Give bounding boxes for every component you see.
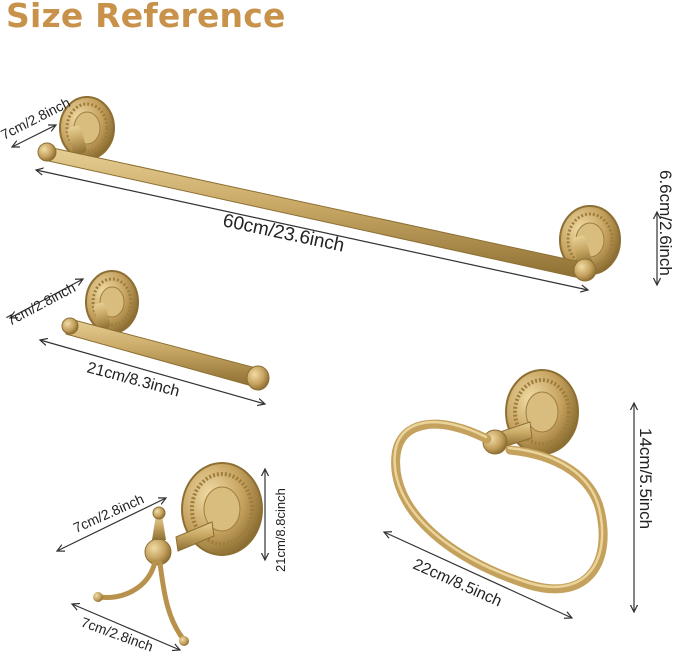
toilet-paper-holder-length-label: 21cm/8.3inch <box>85 359 181 400</box>
toilet-paper-holder-length-dimension-line <box>40 340 265 404</box>
robe-hook-base-dimension-line <box>57 498 166 551</box>
toilet-paper-holder-mount <box>85 270 139 334</box>
towel-bar-length-dimension-line <box>36 170 588 290</box>
robe-hook-bottom-dimension-line <box>72 604 180 650</box>
towel-ring-width-label: 22cm/8.5inch <box>410 556 504 610</box>
toilet-paper-holder-base-dimension-line <box>10 279 83 318</box>
towel-ring <box>391 369 608 594</box>
towel-ring-width-dimension-line <box>384 532 572 618</box>
towel-bar-base-dimension-line <box>12 125 56 147</box>
towel-ring-height-label: 14cm/5.5inch <box>636 428 655 529</box>
robe-hook-height-label: 21cm/8.8cinch <box>273 488 288 572</box>
page-title: Size Reference <box>6 0 286 35</box>
robe-hook <box>93 462 263 646</box>
towel-bar-height-label: 6.6cm/2.6inch <box>656 170 675 276</box>
